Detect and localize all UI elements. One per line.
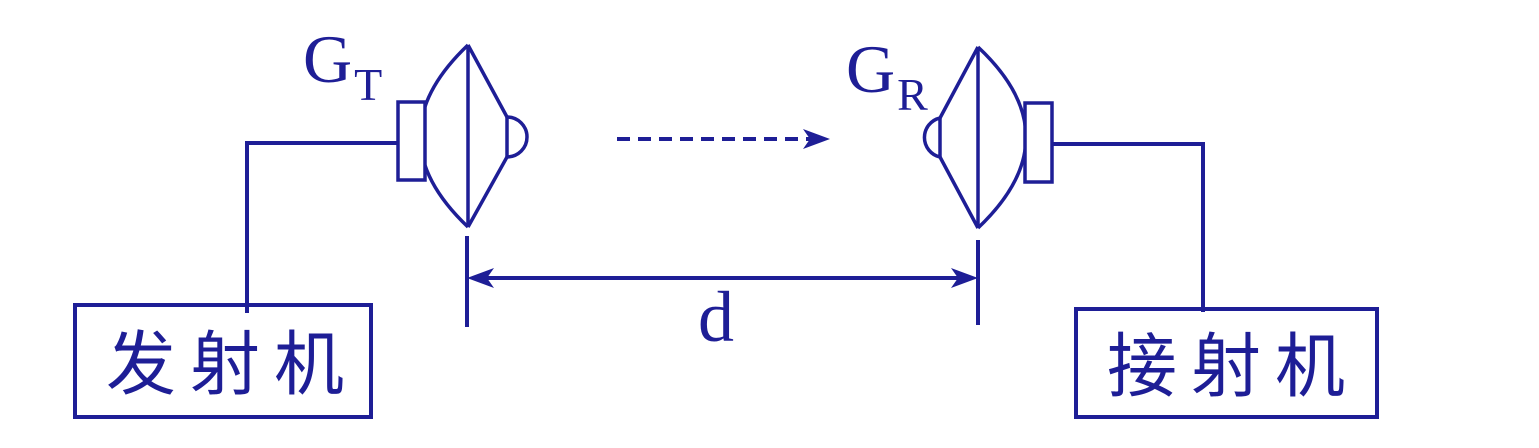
rx-waveguide-block: [1023, 101, 1054, 184]
distance-dimension: d: [465, 236, 980, 357]
tx-gain-base: G: [303, 21, 352, 97]
tx-feed-tip: [505, 115, 529, 159]
transmitter-antenna: [396, 43, 529, 229]
dimension-arrowhead-left-icon: [467, 268, 494, 288]
tx-gain-label: GT: [303, 21, 382, 110]
receiver-box-outline: [1074, 307, 1379, 419]
transmitter-box-outline: [73, 303, 373, 419]
dimension-arrowhead-right-icon: [951, 268, 978, 288]
transmitter-box: 发射机: [73, 303, 373, 419]
propagation-arrowhead-icon: [803, 129, 830, 149]
rx-gain-base: G: [846, 31, 895, 107]
rx-feed-wire: [1052, 142, 1205, 312]
tx-feed-cone: [466, 44, 509, 228]
distance-label: d: [698, 277, 734, 357]
tx-gain-subscript: T: [354, 59, 382, 110]
receiver-antenna: [922, 45, 1054, 230]
rx-dish-reflector-arc: [976, 45, 1028, 230]
transmitter-box-label: 发射机: [106, 328, 358, 405]
tx-feed-wire: [245, 141, 398, 313]
receiver-box-label: 接射机: [1107, 330, 1359, 407]
rx-feed-cone: [938, 46, 980, 229]
tx-dish-reflector-arc: [418, 43, 470, 229]
rx-gain-subscript: R: [897, 69, 928, 120]
propagation-arrow: [617, 129, 830, 149]
rx-feed-tip: [922, 115, 942, 160]
receiver-box: 接射机: [1074, 307, 1379, 419]
rx-gain-label: GR: [846, 31, 928, 120]
tx-waveguide-block: [396, 100, 427, 182]
